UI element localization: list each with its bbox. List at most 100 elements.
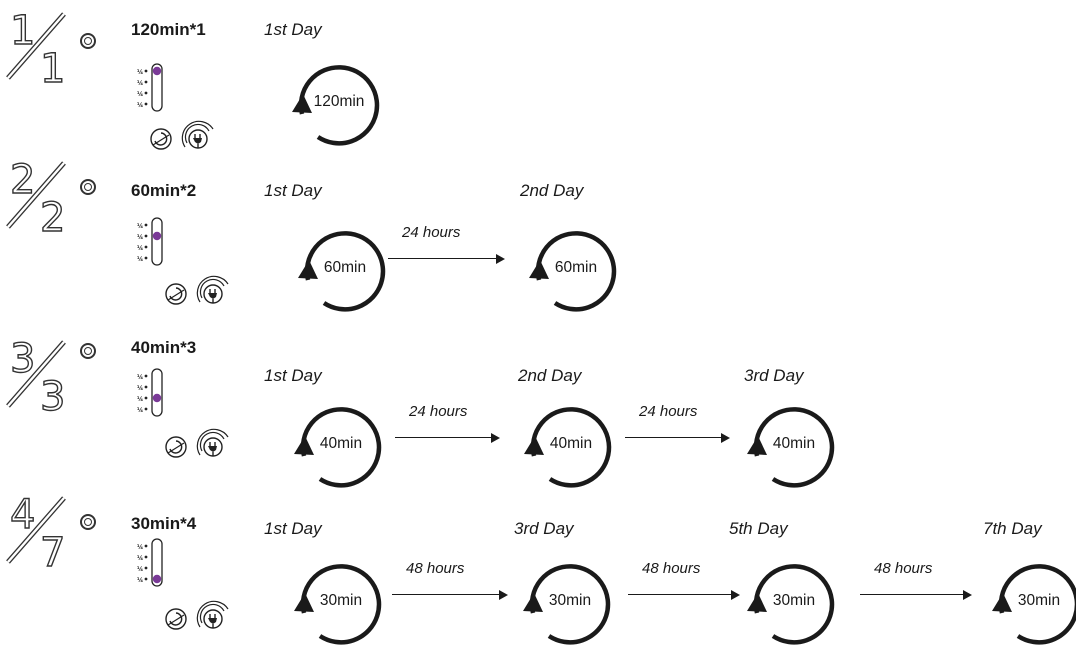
timer-cycle: 40min xyxy=(292,398,384,490)
timer-ring-icon xyxy=(747,564,835,645)
slider-level-mark: ¼ xyxy=(137,102,148,109)
interval-label: 24 hours xyxy=(639,403,698,420)
svg-text:¼: ¼ xyxy=(137,69,143,76)
slider-level-mark: ¼ xyxy=(137,555,148,562)
timer-duration-label: 30min xyxy=(1017,592,1061,609)
arrow-head-icon xyxy=(499,590,508,600)
power-plug-icon xyxy=(196,275,229,304)
timer-cycle: 30min xyxy=(292,555,384,647)
timer-duration-label: 40min xyxy=(319,435,363,452)
timer-ring-icon xyxy=(524,407,612,488)
timer-cycle: 60min xyxy=(296,222,388,314)
interval-arrow xyxy=(392,585,508,605)
interval-label: 48 hours xyxy=(406,560,465,577)
timer-duration-label: 60min xyxy=(554,259,598,276)
slider-track xyxy=(151,63,163,112)
fraction-denominator: 7 xyxy=(40,530,65,570)
svg-text:¼: ¼ xyxy=(137,544,143,551)
slider-level-mark: ¼ xyxy=(137,566,148,573)
svg-text:¼: ¼ xyxy=(137,577,143,584)
svg-text:¼: ¼ xyxy=(137,385,143,392)
timer-ring-icon xyxy=(992,564,1076,645)
slider-knob xyxy=(152,66,162,76)
arrow-line xyxy=(625,437,722,439)
svg-text:¼: ¼ xyxy=(137,91,143,98)
slider-level-mark: ¼ xyxy=(137,69,148,76)
timer-ring-icon xyxy=(294,407,382,488)
svg-text:¼: ¼ xyxy=(137,80,143,87)
day-label: 7th Day xyxy=(983,519,1042,538)
slider-level-mark: ¼ xyxy=(137,374,148,381)
program-fraction: 4 7 xyxy=(2,490,88,577)
timer-ring-icon xyxy=(523,564,611,645)
arrow-head-icon xyxy=(721,433,730,443)
timer-cycle: 30min xyxy=(990,555,1076,647)
timer-cycle: 30min xyxy=(521,555,613,647)
timer-duration-label: 40min xyxy=(772,435,816,452)
timer-cycle: 40min xyxy=(745,398,837,490)
interval-label: 24 hours xyxy=(409,403,468,420)
interval-arrow xyxy=(628,585,740,605)
svg-text:¼: ¼ xyxy=(137,396,143,403)
duration-slider-icon: ¼ ¼ ¼ ¼ xyxy=(135,368,185,418)
svg-text:¼: ¼ xyxy=(137,566,143,573)
slider-level-mark: ¼ xyxy=(137,407,148,414)
fraction-denominator: 2 xyxy=(40,195,65,235)
slider-level-mark: ¼ xyxy=(137,544,148,551)
duration-slider-icon: ¼ ¼ ¼ ¼ xyxy=(135,217,185,267)
day-label: 3rd Day xyxy=(514,519,574,538)
svg-text:¼: ¼ xyxy=(137,234,143,241)
program-label: 40min*3 xyxy=(131,338,197,357)
svg-text:¼: ¼ xyxy=(137,407,143,414)
timer-dial-icon xyxy=(165,283,187,305)
option-ring-icon xyxy=(80,343,96,359)
timer-dial-icon xyxy=(150,128,172,150)
interval-arrow xyxy=(388,249,505,269)
fraction-numerator: 1 xyxy=(10,8,35,54)
timer-cycle: 30min xyxy=(745,555,837,647)
option-ring-icon xyxy=(80,514,96,530)
day-label: 1st Day xyxy=(264,519,322,538)
timer-ring-icon xyxy=(294,564,382,645)
arrow-head-icon xyxy=(496,254,505,264)
slider-level-mark: ¼ xyxy=(137,256,148,263)
interval-arrow xyxy=(625,428,730,448)
arrow-line xyxy=(860,594,964,596)
fraction-numerator: 3 xyxy=(10,336,35,382)
program-label: 120min*1 xyxy=(131,20,206,39)
fraction-denominator: 1 xyxy=(40,46,65,86)
fraction-numerator: 2 xyxy=(10,157,35,203)
arrow-head-icon xyxy=(731,590,740,600)
arrow-head-icon xyxy=(963,590,972,600)
option-ring-icon xyxy=(80,33,96,49)
interval-arrow xyxy=(860,585,972,605)
slider-track xyxy=(151,217,163,266)
timer-duration-label: 60min xyxy=(323,259,367,276)
svg-text:¼: ¼ xyxy=(137,223,143,230)
power-plug-icon xyxy=(196,428,229,457)
device-icons xyxy=(143,117,233,157)
arrow-line xyxy=(392,594,500,596)
svg-text:¼: ¼ xyxy=(137,102,143,109)
timer-cycle: 120min xyxy=(290,56,382,148)
program-label: 30min*4 xyxy=(131,514,197,533)
device-icons xyxy=(158,272,248,312)
interval-label: 24 hours xyxy=(402,224,461,241)
day-label: 5th Day xyxy=(729,519,788,538)
program-fraction: 2 2 xyxy=(2,155,88,242)
slider-knob xyxy=(152,574,162,584)
timer-ring-icon xyxy=(292,65,380,146)
program-fraction: 3 3 xyxy=(2,334,88,421)
arrow-line xyxy=(628,594,732,596)
day-label: 2nd Day xyxy=(520,181,584,200)
svg-text:¼: ¼ xyxy=(137,245,143,252)
interval-label: 48 hours xyxy=(874,560,933,577)
timer-duration-label: 120min xyxy=(313,93,365,110)
program-label: 60min*2 xyxy=(131,181,197,200)
slider-level-mark: ¼ xyxy=(137,223,148,230)
day-label: 3rd Day xyxy=(744,366,804,385)
device-icons xyxy=(158,597,248,637)
interval-arrow xyxy=(395,428,500,448)
device-icons xyxy=(158,425,248,465)
svg-text:¼: ¼ xyxy=(137,256,143,263)
